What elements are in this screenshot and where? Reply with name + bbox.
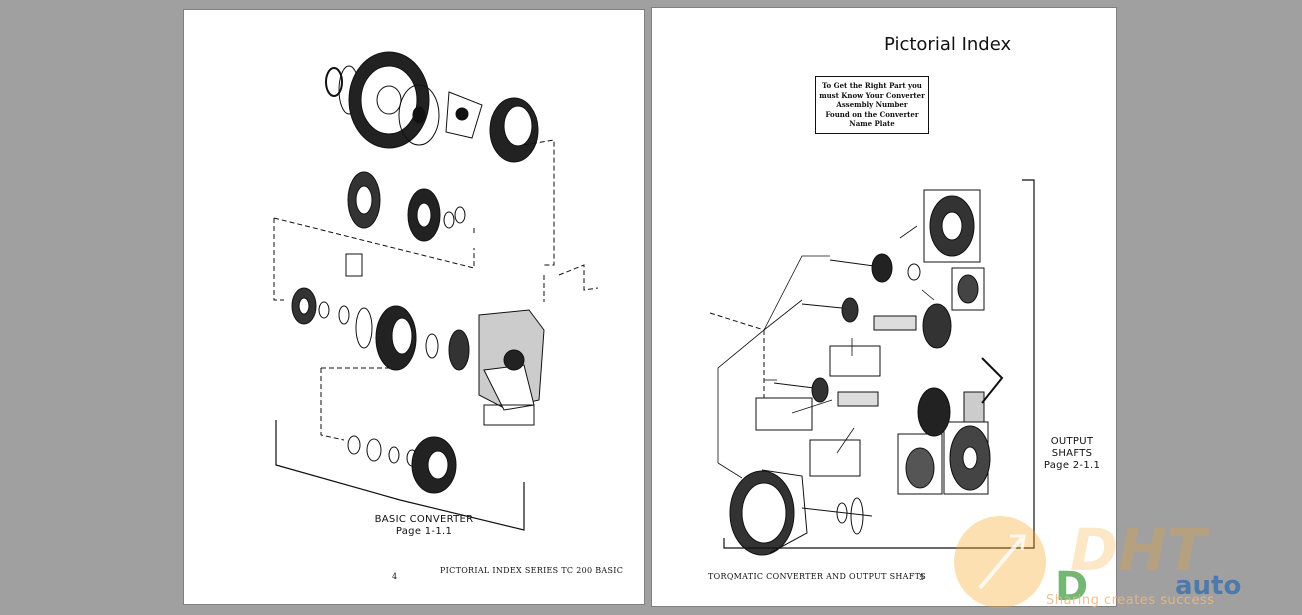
notice-line: Found on the Converter [825, 109, 919, 119]
basic-converter-exploded-diagram [273, 51, 599, 531]
dht-auto-watermark-logo: DHT D auto [954, 516, 1241, 610]
watermark-logo-text: DHT [1070, 516, 1211, 584]
notice-line: must Know Your Converter [819, 90, 925, 100]
assembly-number-notice: To Get the Right Part you must Know Your… [815, 76, 929, 134]
svg-text:D: D [1055, 564, 1088, 610]
left-page-footer: PICTORIAL INDEX SERIES TC 200 BASIC [440, 566, 624, 575]
right-page-footer: TORQMATIC CONVERTER AND OUTPUT SHAFTS [708, 572, 927, 581]
page-title: Pictorial Index [884, 34, 1012, 55]
output-shafts-label-line2: SHAFTS [1051, 448, 1093, 459]
notice-line: Assembly Number [836, 100, 908, 109]
right-page-number: 5 [919, 573, 925, 582]
output-shafts-exploded-diagram [709, 179, 1035, 556]
notice-line: Name Plate [849, 119, 895, 128]
basic-converter-label: BASIC CONVERTER [374, 514, 474, 525]
watermark-brand-text: auto [1175, 571, 1241, 601]
output-shafts-page-ref: Page 2-1.1 [1043, 460, 1101, 471]
left-page-number: 4 [392, 572, 398, 581]
output-shafts-label-line1: OUTPUT [1050, 436, 1094, 447]
basic-converter-page-ref: Page 1-1.1 [395, 526, 453, 537]
notice-line: To Get the Right Part you [822, 81, 922, 90]
left-page: BASIC CONVERTER Page 1-1.1 4 PICTORIAL I… [183, 9, 645, 605]
right-page: Pictorial Index To Get the Right Part yo… [651, 7, 1117, 607]
watermark-tagline: Sharing creates success [1046, 593, 1215, 608]
